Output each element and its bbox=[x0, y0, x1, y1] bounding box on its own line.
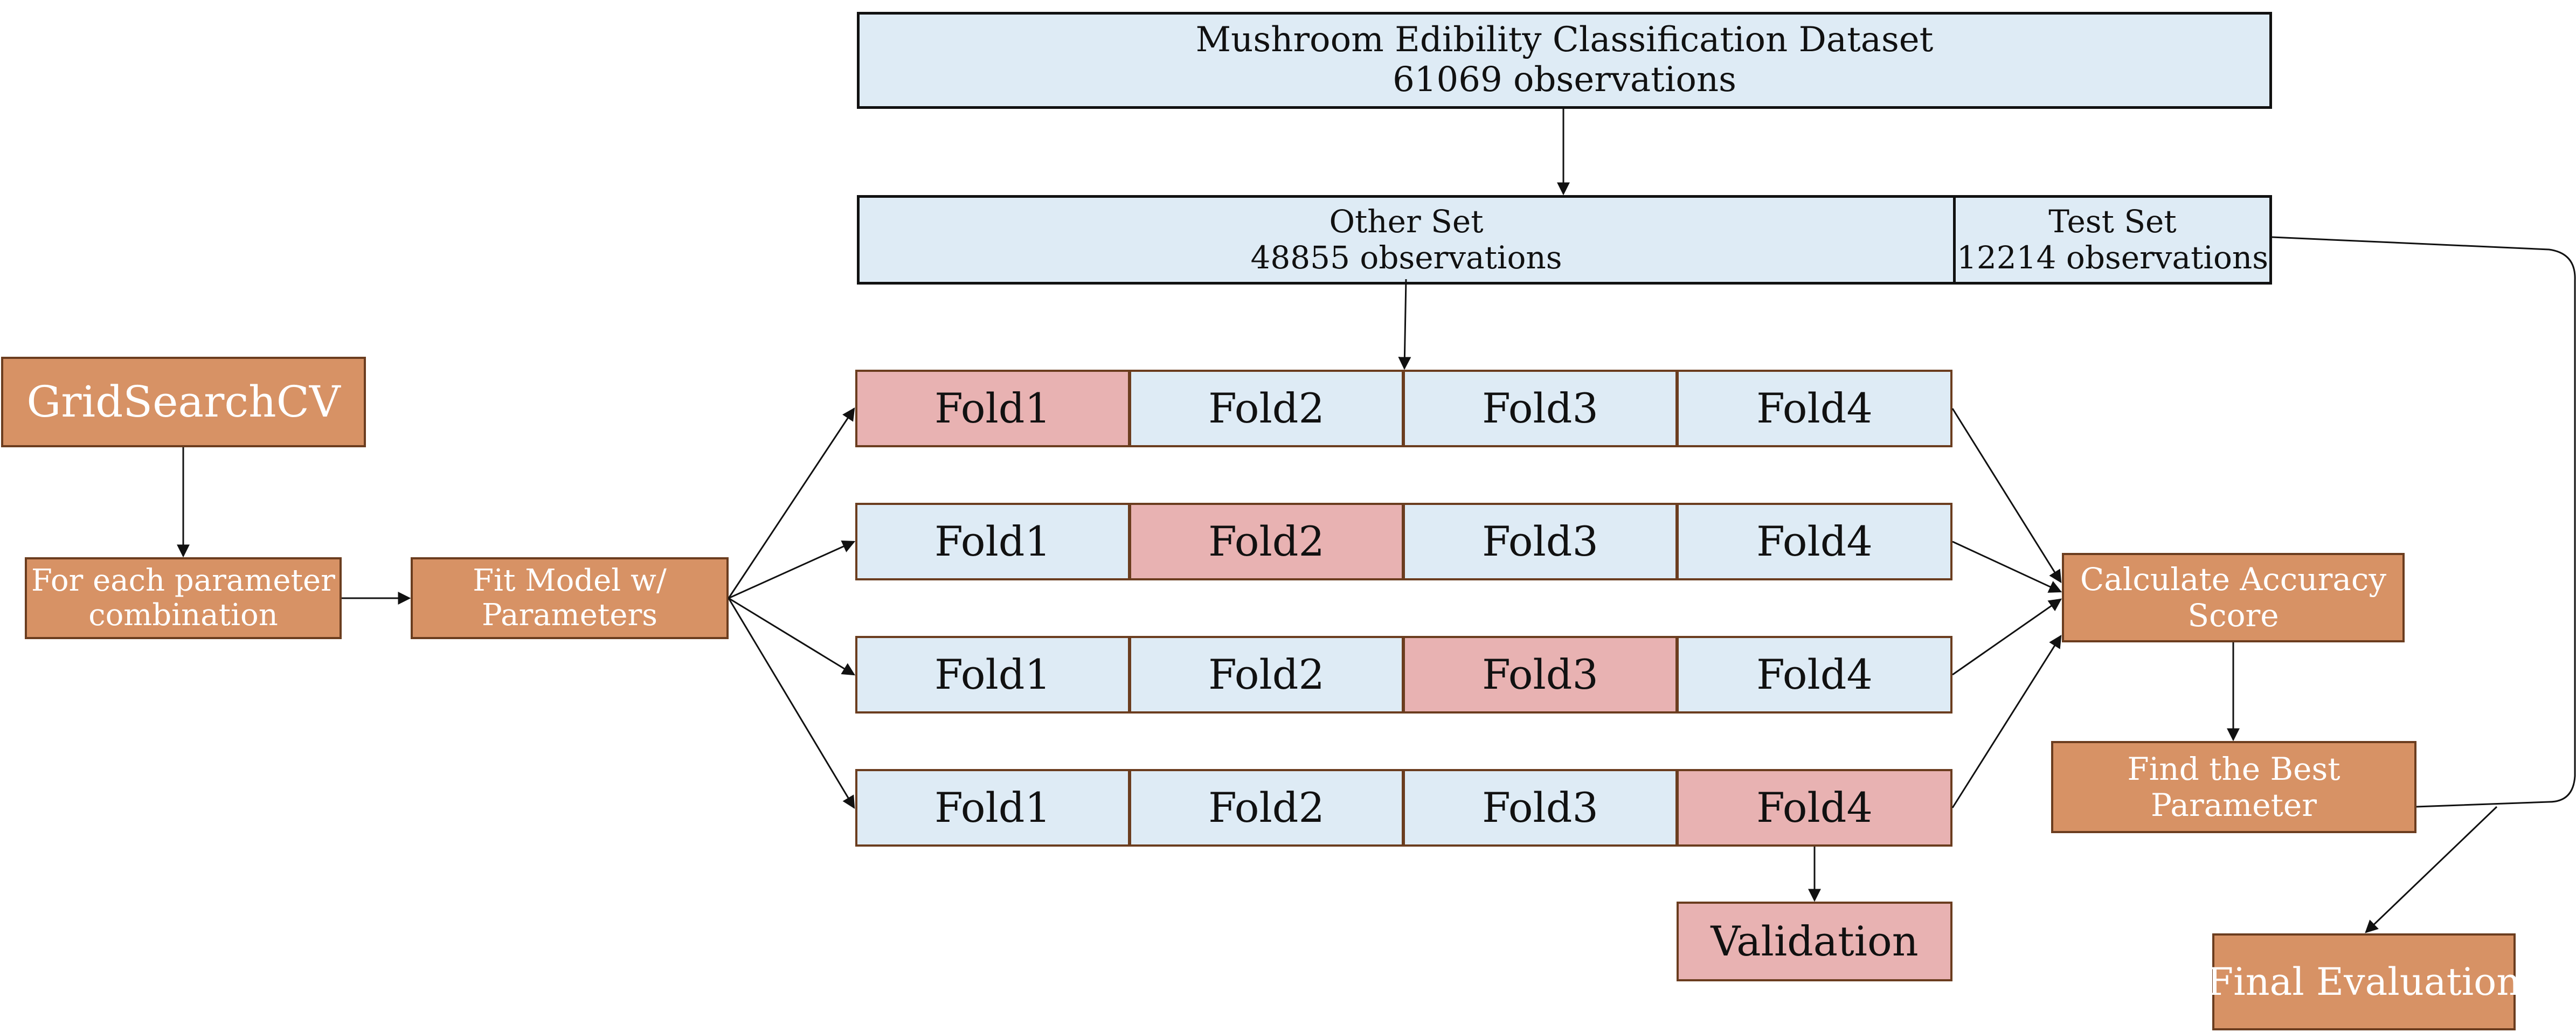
arrow-other-set-to-folds bbox=[1398, 279, 1411, 370]
final-evaluation-box: Final Evaluation bbox=[2207, 933, 2520, 1030]
best-parameter-line1: Find the Best bbox=[2127, 750, 2340, 787]
fold-cell: Fold4 bbox=[1677, 370, 1952, 447]
test-set-count: 12214 observations bbox=[1956, 239, 2269, 276]
calculate-accuracy-line2: Score bbox=[2187, 597, 2279, 634]
other-set-count: 48855 observations bbox=[1250, 239, 1562, 276]
validation-box: Validation bbox=[1677, 902, 1952, 981]
param-combination-line2: combination bbox=[88, 598, 278, 633]
arrow-row4-to-accuracy bbox=[1951, 634, 2062, 808]
other-set-title: Other Set bbox=[1329, 203, 1484, 240]
gridsearchcv-label: GridSearchCV bbox=[26, 377, 341, 427]
fold-cell: Fold1 bbox=[855, 503, 1130, 580]
fold-cell: Fold4 bbox=[1677, 503, 1952, 580]
fit-model-box: Fit Model w/ Parameters bbox=[411, 557, 729, 639]
fold-cell: Fold1 bbox=[855, 636, 1130, 714]
fold-cell: Fold4 bbox=[1677, 636, 1952, 714]
fold-cell: Fold1 bbox=[855, 370, 1130, 447]
arrow-best-to-final bbox=[2365, 806, 2498, 933]
arrow-fit-to-row3 bbox=[728, 597, 856, 676]
param-combination-box: For each parameter combination bbox=[25, 557, 342, 639]
fold-cell: Fold2 bbox=[1129, 769, 1404, 847]
arrow-fit-to-row1 bbox=[728, 407, 855, 599]
arrow-fit-to-row4 bbox=[728, 598, 855, 809]
fit-model-line1: Fit Model w/ bbox=[473, 563, 667, 598]
dataset-title: Mushroom Edibility Classification Datase… bbox=[1195, 20, 1934, 60]
dataset-count: 61069 observations bbox=[1393, 60, 1736, 100]
arrow-row3-to-accuracy bbox=[1952, 598, 2062, 676]
fold-cell: Fold3 bbox=[1403, 636, 1678, 714]
dataset-box: Mushroom Edibility Classification Datase… bbox=[857, 12, 2272, 109]
fold-cell: Fold3 bbox=[1403, 769, 1678, 847]
fold-cell: Fold4 bbox=[1677, 769, 1952, 847]
test-set-box: Test Set 12214 observations bbox=[1953, 195, 2272, 285]
arrow-row2-to-accuracy bbox=[1952, 541, 2062, 593]
fold-cell: Fold3 bbox=[1403, 503, 1678, 580]
fit-model-line2: Parameters bbox=[481, 598, 658, 633]
test-set-connector bbox=[2272, 236, 2576, 808]
best-parameter-line2: Parameter bbox=[2151, 786, 2317, 823]
best-parameter-box: Find the Best Parameter bbox=[2051, 741, 2416, 833]
gridsearchcv-box: GridSearchCV bbox=[1, 357, 366, 447]
fold-cell: Fold2 bbox=[1129, 503, 1404, 580]
param-combination-line1: For each parameter bbox=[31, 563, 335, 598]
fold-cell: Fold2 bbox=[1129, 370, 1404, 447]
test-set-title: Test Set bbox=[2048, 203, 2177, 240]
calculate-accuracy-line1: Calculate Accuracy bbox=[2080, 561, 2387, 598]
fold-cell: Fold2 bbox=[1129, 636, 1404, 714]
calculate-accuracy-box: Calculate Accuracy Score bbox=[2062, 553, 2405, 642]
fold-cell: Fold3 bbox=[1403, 370, 1678, 447]
final-evaluation-label: Final Evaluation bbox=[2207, 959, 2521, 1004]
other-set-box: Other Set 48855 observations bbox=[857, 195, 1956, 285]
arrow-fit-to-row2 bbox=[728, 540, 856, 599]
arrow-row1-to-accuracy bbox=[1951, 408, 2062, 584]
